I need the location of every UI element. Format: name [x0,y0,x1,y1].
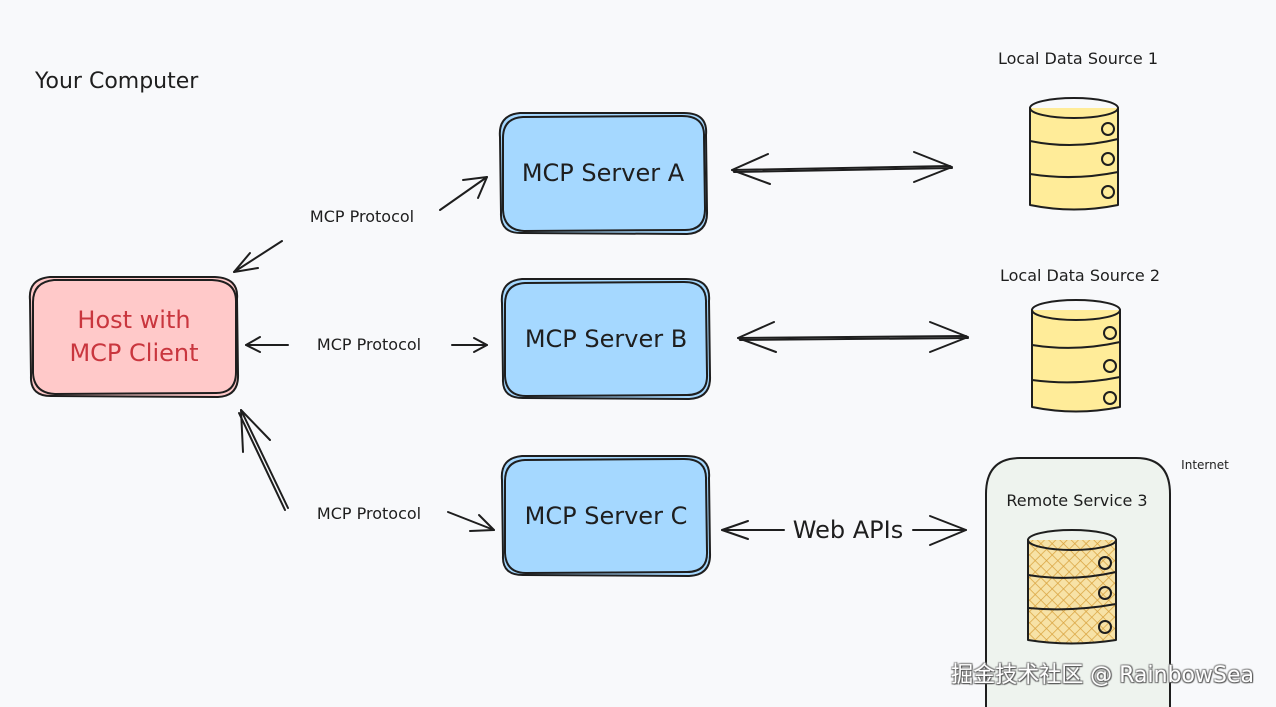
arrowhead-icon [469,514,495,532]
host-label-line1: Host with [77,306,190,334]
server-c-node[interactable]: MCP Server C [500,455,712,577]
database-icon [1031,299,1121,413]
data-source-2-label: Local Data Source 2 [1000,266,1160,285]
arrow-line [233,240,283,273]
arrowhead-icon [913,151,953,183]
remote-service-3[interactable]: Internet Remote Service 3 [985,457,1229,707]
edge-server-c-remote: Web APIs [721,515,967,546]
arrowhead-icon [240,409,271,453]
arrow-line [238,412,286,511]
arrowhead-icon [929,515,967,546]
your-computer-title: Your Computer [34,69,199,94]
database-icon [1029,97,1119,211]
server-a-label: MCP Server A [522,159,685,187]
database-icon [1027,529,1117,645]
arrowhead-icon [233,252,259,273]
server-a-node[interactable]: MCP Server A [498,112,709,235]
local-data-source-2[interactable]: Local Data Source 2 [1000,266,1160,413]
edge-label-host-b: MCP Protocol [317,335,421,354]
edge-host-server-c: MCP Protocol [238,409,495,532]
edge-host-server-a: MCP Protocol [233,176,488,273]
edge-server-a-datasource-1 [731,151,953,185]
server-b-node[interactable]: MCP Server B [500,278,712,400]
arrowhead-icon [929,321,969,353]
arrow-line [439,176,488,211]
watermark: 掘金技术社区 @ RainbowSea [951,663,1254,688]
arrow-line [240,409,289,509]
local-data-source-1[interactable]: Local Data Source 1 [998,49,1158,211]
arrowhead-icon [737,321,777,353]
edge-server-b-datasource-2 [737,321,969,353]
data-source-1-label: Local Data Source 1 [998,49,1158,68]
edge-label-web-apis: Web APIs [793,516,903,544]
remote-service-label: Remote Service 3 [1006,491,1147,510]
arrowhead-icon [245,336,261,353]
edge-host-server-b: MCP Protocol [245,335,488,354]
host-label-line2: MCP Client [69,339,198,367]
edge-label-host-a: MCP Protocol [310,207,414,226]
host-node[interactable]: Host with MCP Client [28,276,240,398]
arrowhead-icon [731,153,771,185]
arrow-line [447,511,495,531]
edge-label-host-c: MCP Protocol [317,504,421,523]
server-b-label: MCP Server B [525,325,687,353]
arrowhead-icon [473,337,488,353]
server-c-label: MCP Server C [525,502,688,530]
internet-zone-label: Internet [1181,458,1229,472]
arrowhead-icon [721,520,749,540]
arrowhead-icon [462,176,488,199]
